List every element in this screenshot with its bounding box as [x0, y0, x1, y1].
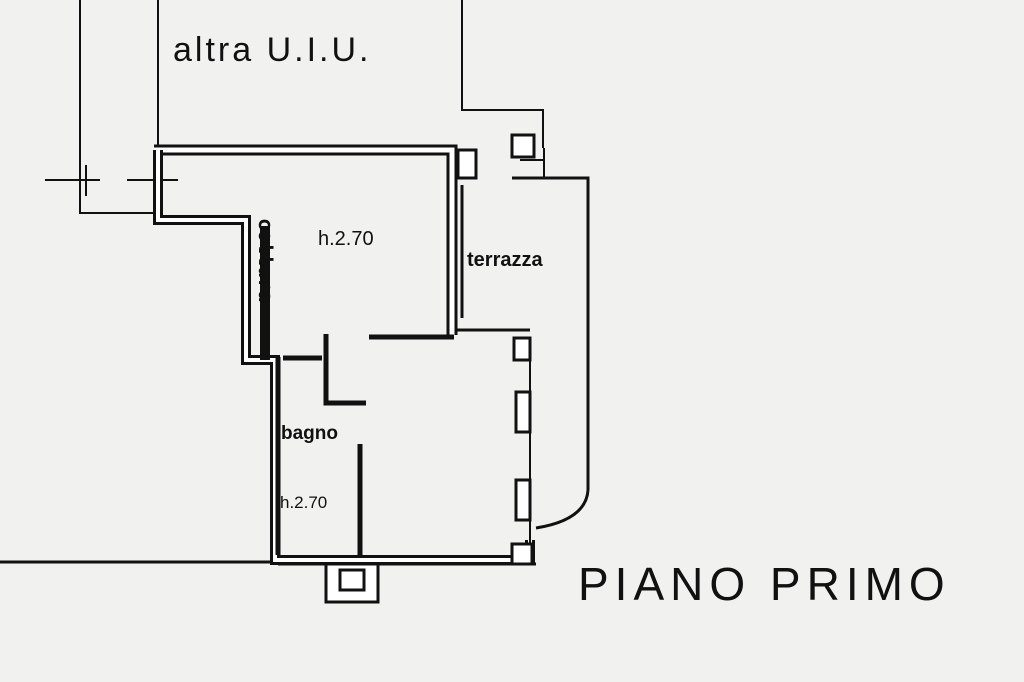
neighbor-unit-label: altra U.I.U. — [173, 31, 372, 69]
neighbor-unit-outline — [79, 0, 544, 214]
bathroom-height-label: h.2.70 — [280, 493, 328, 512]
internal-walls — [275, 334, 454, 555]
terrace-label: terrazza — [467, 249, 543, 271]
outer-walls — [153, 144, 535, 565]
window-frames — [456, 133, 536, 566]
bottom-box — [324, 562, 380, 604]
terrace-inner-wall — [520, 148, 545, 545]
main-room-height-label: h.2.70 — [318, 228, 374, 250]
reference-lines — [45, 165, 178, 196]
bathroom-label: bagno — [281, 423, 338, 444]
floor-title: PIANO PRIMO — [578, 558, 951, 610]
terrace-outline — [454, 150, 590, 530]
kitchen-label: cottura — [254, 218, 278, 303]
